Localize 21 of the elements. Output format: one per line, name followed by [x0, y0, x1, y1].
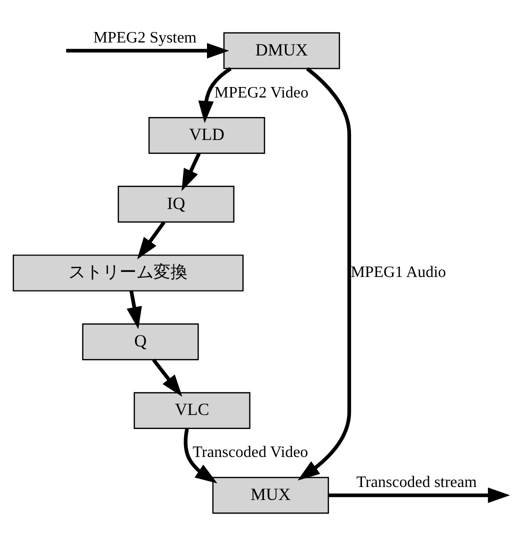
- edge-label: MPEG2 Video: [214, 84, 308, 101]
- arrow: [184, 428, 218, 483]
- edge-label: MPEG2 System: [93, 29, 197, 46]
- node-box: MUX: [212, 476, 329, 514]
- arrow: [126, 290, 142, 329]
- node-box: VLD: [148, 116, 266, 154]
- arrow: [298, 66, 352, 480]
- arrow: [137, 220, 166, 259]
- arrow: [66, 42, 230, 58]
- node-box: Q: [82, 322, 199, 360]
- node-box: ストリーム変換: [12, 254, 244, 291]
- node-box: IQ: [118, 185, 234, 222]
- arrow: [198, 66, 232, 123]
- arrow: [152, 358, 182, 396]
- arrow: [182, 152, 201, 191]
- edge-label: MPEG1 Audio: [350, 264, 446, 281]
- edge-label: Transcoded Video: [192, 444, 308, 461]
- edge-label: Transcoded stream: [356, 474, 477, 491]
- arrow: [328, 487, 510, 503]
- node-box: VLC: [134, 392, 250, 428]
- node-box: DMUX: [223, 32, 340, 69]
